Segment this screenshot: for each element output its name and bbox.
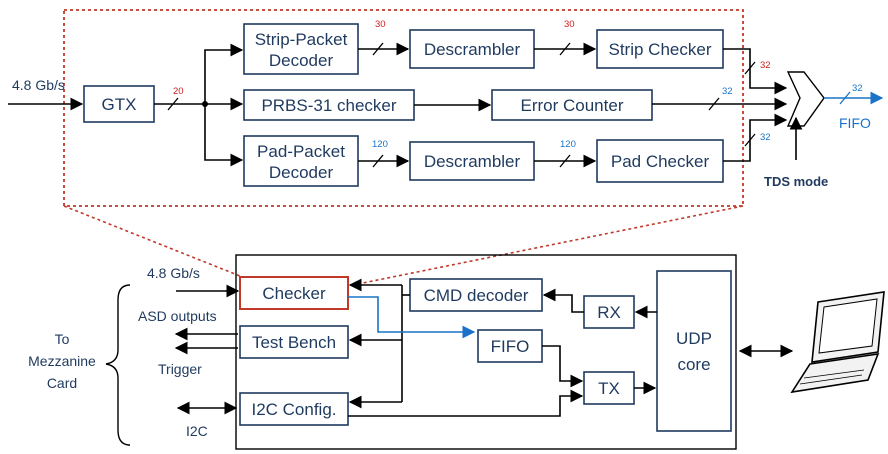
bus-err-width: 32 [722,86,733,97]
bus-slash-strip-dec [372,42,384,56]
descrambler-top-label: Descrambler [424,40,521,59]
asd-outputs-label: ASD outputs [138,308,217,324]
gtx-label: GTX [102,95,137,114]
bus-pad-dec-width: 120 [372,139,388,150]
mux-select-label: TDS mode [764,174,828,189]
bus-fifo-width: 32 [852,83,863,94]
mezzanine-line3: Card [47,375,77,391]
rx-label: RX [597,303,621,322]
pad-out-wire [723,113,788,162]
top-input-rate: 4.8 Gb/s [12,77,65,93]
i2c-to-tx-wire [348,389,584,417]
tx-label: TX [598,379,620,398]
pad-packet-decoder-block [243,135,359,187]
strip-out-wire [723,48,788,95]
error-counter-block [491,89,653,121]
udp-core-block [656,270,732,432]
strip-decoder-line1: Strip-Packet [255,30,348,49]
strip-checker-label: Strip Checker [609,40,712,59]
bus-slash-strip-desc [559,42,571,56]
bottom-input-rate: 4.8 Gb/s [147,265,200,281]
zoom-line-left [63,205,241,277]
fifo-label: FIFO [491,337,530,356]
bus-strip-desc-width: 30 [564,19,575,30]
zoom-line-right [347,205,744,287]
bus-strip-dec-width: 30 [375,19,386,30]
checker-to-fifo-wire [348,296,476,339]
branch-strip-wire [204,43,244,104]
udp-core-line1: UDP [676,329,712,348]
bus-slash-err [708,97,720,111]
mezzanine-line1: To [55,331,70,347]
udp-core-line2: core [677,355,710,374]
rx-block [583,295,635,329]
laptop-icon [790,291,885,394]
i2c-label: I2C [186,423,208,439]
bus-slash-fifo [839,91,851,105]
pad-decoder-line2: Decoder [269,163,334,182]
mezzanine-line2: Mezzanine [28,353,96,369]
cmd-decoder-label: CMD decoder [424,286,529,305]
i2c-config-label: I2C Config. [251,400,336,419]
bus-slash-strip-out [744,61,756,75]
checker-label: Checker [262,284,326,303]
bus-slash-gtx [167,97,179,111]
bus-slash-pad-dec [372,154,384,168]
strip-packet-decoder-block [243,23,359,75]
pad-decoder-line1: Pad-Packet [257,142,345,161]
brace-icon [105,284,131,446]
branch-pad-wire [204,104,244,167]
prbs-checker-label: PRBS-31 checker [261,96,396,115]
fifo-out-label: FIFO [839,115,871,131]
test-bench-label: Test Bench [252,333,336,352]
fpga-board-frame [235,254,737,450]
bus-gtx-width: 20 [173,86,184,97]
test-bench-block [239,325,349,359]
mux-icon [786,71,825,127]
tx-block [583,371,635,405]
checker-block [239,276,349,310]
detail-frame [63,9,744,207]
i2c-config-block [239,392,349,426]
pad-checker-label: Pad Checker [611,152,710,171]
bus-pad-out-width: 32 [760,132,771,143]
strip-checker-block [596,29,724,69]
bus-pad-desc-width: 120 [560,139,576,150]
pad-checker-block [596,139,724,183]
bus-slash-pad-out [744,133,756,147]
fifo-to-tx-wire [542,345,584,388]
descrambler-top-block [409,29,535,69]
error-counter-label: Error Counter [521,96,624,115]
rx-to-cmd-wire [542,288,584,313]
bus-slash-pad-desc [559,154,571,168]
trigger-label: Trigger [158,361,202,377]
descrambler-bottom-label: Descrambler [424,152,521,171]
strip-decoder-line2: Decoder [269,51,334,70]
bus-strip-out-width: 32 [760,60,771,71]
